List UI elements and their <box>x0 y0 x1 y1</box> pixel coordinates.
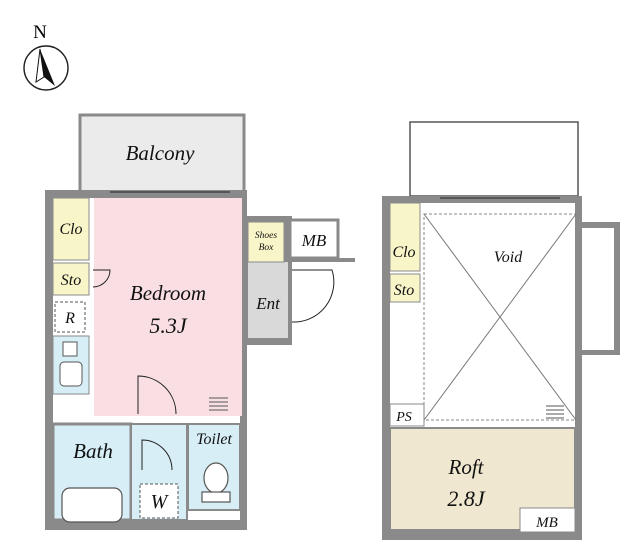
storage-label: Sto <box>61 272 81 289</box>
entrance-area <box>248 262 288 338</box>
floor-2-closet-area <box>389 202 421 272</box>
meter-box-label: MB <box>301 231 327 250</box>
floor-2-closet-label: Clo <box>392 244 415 261</box>
floor-2-storage-label: Sto <box>394 282 414 299</box>
compass-needle-tail <box>35 48 45 83</box>
floor-1: Balcony Clo Sto Bedroom 5.3J R Shoes Box… <box>45 113 355 530</box>
void-cross-2 <box>423 213 577 421</box>
front-door-swing <box>291 269 335 323</box>
sink-icon <box>59 361 83 387</box>
loft-label: Roft <box>448 455 485 479</box>
bedroom-area <box>94 198 242 416</box>
loft-size-label: 2.8J <box>447 486 486 511</box>
floor-2-upper-outline <box>409 121 579 197</box>
stairs-icon <box>209 397 228 411</box>
bedroom-door-swing <box>137 375 177 415</box>
closet-label: Clo <box>59 221 82 238</box>
bedroom-label: Bedroom <box>130 281 206 305</box>
closet-area <box>52 197 90 261</box>
fridge-label: R <box>64 310 75 327</box>
bath-door-swing <box>141 439 173 471</box>
washer-area <box>139 483 179 519</box>
toilet-bowl-icon <box>203 462 229 494</box>
floor-2-stairs-icon <box>546 405 564 419</box>
shoes-box-area <box>247 221 285 263</box>
stove-icon <box>62 341 78 357</box>
fridge-area <box>54 301 86 333</box>
loft-mb-area <box>519 507 576 533</box>
pipe-space-label: PS <box>395 410 412 425</box>
compass-north-label: N <box>33 22 47 43</box>
bedroom-size-label: 5.3J <box>149 313 188 338</box>
toilet-label: Toilet <box>196 431 232 448</box>
toilet-tank-icon <box>201 491 231 503</box>
floor-2-side-notch <box>582 228 614 350</box>
mb-closet-area <box>288 218 340 260</box>
compass-needle-icon <box>40 49 55 86</box>
shoes-box-label-line2: Box <box>259 243 275 253</box>
loft-meter-box-label: MB <box>535 515 558 531</box>
balcony-label: Balcony <box>126 141 195 165</box>
floor-2: Clo Sto Void PS Roft 2.8J MB <box>382 121 620 540</box>
storage-area <box>52 262 90 296</box>
shoes-box-label: Shoes <box>255 231 277 241</box>
pipe-space-area <box>389 403 425 427</box>
bathtub-icon <box>61 487 123 523</box>
closet-door-swing <box>92 269 111 288</box>
entrance-label: Ent <box>255 294 281 313</box>
bath-label: Bath <box>73 439 113 463</box>
compass: N <box>23 22 69 91</box>
floor-2-storage-area <box>389 273 421 303</box>
void-area <box>423 213 577 421</box>
void-label: Void <box>494 249 523 266</box>
washer-label: W <box>151 491 170 513</box>
